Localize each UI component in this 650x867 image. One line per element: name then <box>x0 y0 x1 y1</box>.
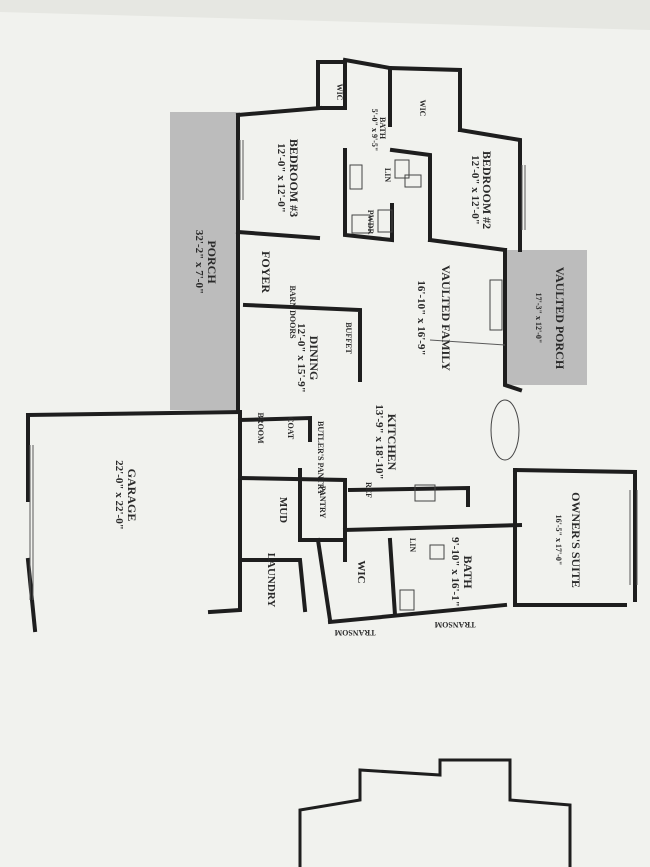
wall-bed2-bottom <box>427 237 508 253</box>
wall-owner-bath-right <box>387 537 398 618</box>
paper-shadow-top <box>0 0 650 30</box>
label-garage-dim: 22'-0" x 22'-0" <box>113 460 125 530</box>
label-wic-owner: WIC <box>355 560 367 583</box>
wall-broom-coat <box>237 415 312 442</box>
vaulted-porch-shading <box>505 250 587 385</box>
label-foyer: FOYER <box>259 251 273 293</box>
label-bath-small-dim: 5'-0" x 9'-5" <box>370 109 379 152</box>
wall-pantry <box>298 468 347 542</box>
label-coat: COAT <box>286 417 295 440</box>
label-laundry: LAUNDRY <box>265 553 277 608</box>
wall-bed3-top <box>235 105 323 118</box>
label-mud: MUD <box>277 497 289 523</box>
label-transom-1: TRANSOM <box>334 628 375 637</box>
wall-family-right <box>503 248 523 393</box>
wall-owner-suite-top <box>512 467 637 602</box>
wall-owner-bath-top <box>342 522 523 533</box>
wall-garage-left-2 <box>25 557 38 633</box>
label-porch: PORCH <box>205 240 219 284</box>
fixtures <box>349 159 520 611</box>
wall-owner-suite-left <box>513 468 627 607</box>
label-dining: DINING <box>307 336 321 381</box>
wall-owner-left <box>315 537 333 623</box>
label-lin-top: LIN <box>383 168 392 182</box>
label-bath-owner: BATH <box>461 555 475 589</box>
wall-wic-right <box>387 65 462 132</box>
label-bath-owner-dim: 9'-10" x 16'-1" <box>449 537 461 607</box>
wall-bed2-top <box>457 127 522 252</box>
label-kitchen-dim: 13'-9" x 18'-10" <box>373 404 385 479</box>
label-bedroom2-dim: 12'-0" x 12'-0" <box>469 155 481 225</box>
porch-shading <box>170 112 240 410</box>
label-buffet: BUFFET <box>344 322 353 354</box>
label-porch-dim: 32'-2" x 7'-0" <box>193 230 205 294</box>
label-owners-suite-dim: 16'-5" x 17'-0" <box>554 515 563 566</box>
windows <box>29 140 638 600</box>
label-vaulted-family: VAULTED FAMILY <box>439 265 453 371</box>
wall-mud <box>237 475 347 562</box>
label-bath-small: BATH <box>378 117 387 140</box>
label-bedroom3-dim: 12'-0" x 12'-0" <box>275 143 287 213</box>
label-lin-owner: LIN <box>408 538 417 552</box>
wall-bottom <box>327 602 508 625</box>
label-kitchen: KITCHEN <box>385 414 399 471</box>
wall-laundry <box>238 558 308 613</box>
label-barn-doors: BARN DOORS <box>288 285 297 339</box>
label-vaulted-porch-dim: 17'-3" x 12'-0" <box>534 293 543 344</box>
label-owners-suite: OWNER'S SUITE <box>569 492 583 588</box>
label-bedroom3: BEDROOM #3 <box>287 139 301 217</box>
label-ref: REF <box>364 482 373 498</box>
label-transom-2: TRANSOM <box>434 620 475 629</box>
wall-bed3-bottom <box>235 229 321 241</box>
label-butlers-pantry: BUTLER'S PANTRY <box>316 421 325 495</box>
label-bedroom2: BEDROOM #2 <box>480 151 494 229</box>
label-wic-right: WIC <box>418 100 427 117</box>
walls <box>25 57 637 633</box>
label-wic-left: WIC <box>335 84 344 101</box>
wall-dining <box>242 302 362 382</box>
label-vaulted-porch: VAULTED PORCH <box>553 267 567 370</box>
label-vaulted-family-dim: 16'-10" x 16'-9" <box>415 280 427 355</box>
roof-outline <box>298 758 572 867</box>
wall-kitchen-island <box>347 485 470 507</box>
wall-wic-left <box>316 60 347 110</box>
wall-center-lin <box>389 147 432 242</box>
label-powder: PWDR <box>366 210 375 235</box>
label-broom: BROOM <box>256 412 265 444</box>
label-dining-dim: 12'-0" x 15'-9" <box>295 323 307 393</box>
label-pantry: PANTRY <box>318 486 327 519</box>
wall-garage <box>25 409 243 418</box>
label-garage: GARAGE <box>125 469 139 522</box>
